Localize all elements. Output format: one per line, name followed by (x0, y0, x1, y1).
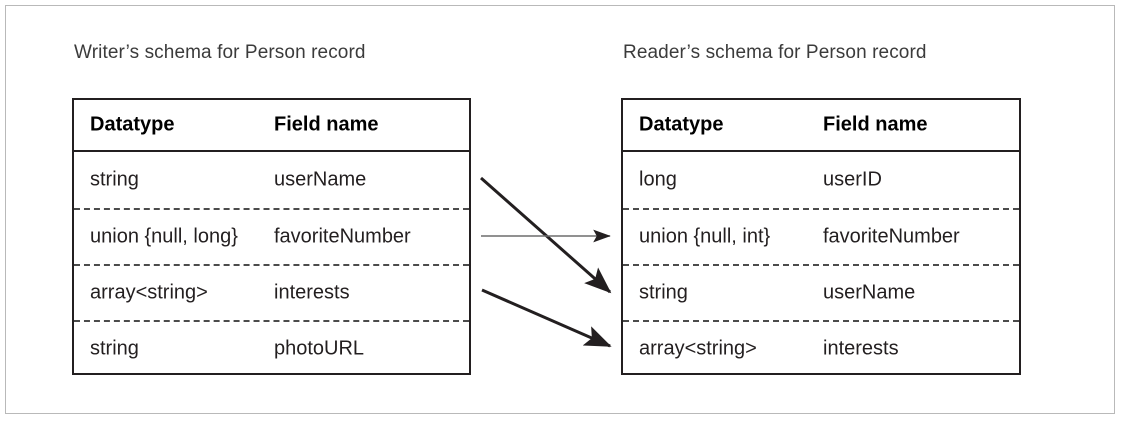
table-row: array<string> interests (74, 264, 469, 320)
table-row: union {null, int} favoriteNumber (623, 208, 1019, 264)
writer-row-3-field: photoURL (274, 337, 365, 360)
writer-table-header-row: Datatype Field name (74, 100, 469, 152)
reader-row-1-field: favoriteNumber (823, 225, 960, 248)
reader-table-body: long userID union {null, int} favoriteNu… (623, 152, 1019, 376)
writer-row-1-field: favoriteNumber (274, 225, 411, 248)
table-row: string userName (74, 152, 469, 208)
table-row: long userID (623, 152, 1019, 208)
table-row: string photoURL (74, 320, 469, 376)
table-row: union {null, long} favoriteNumber (74, 208, 469, 264)
reader-row-0-field: userID (823, 168, 882, 191)
writer-schema-table: Datatype Field name string userName unio… (72, 98, 471, 375)
writer-table-body: string userName union {null, long} favor… (74, 152, 469, 376)
reader-row-2-datatype: string (639, 281, 688, 304)
reader-row-0-datatype: long (639, 168, 677, 191)
writer-row-1-datatype: union {null, long} (90, 225, 238, 248)
table-row: array<string> interests (623, 320, 1019, 376)
writer-header-datatype: Datatype (90, 113, 175, 136)
reader-row-1-datatype: union {null, int} (639, 225, 771, 248)
reader-header-datatype: Datatype (639, 113, 724, 136)
writer-schema-caption: Writer’s schema for Person record (74, 42, 366, 63)
writer-header-fieldname: Field name (274, 113, 379, 136)
writer-row-0-datatype: string (90, 168, 139, 191)
writer-row-2-datatype: array<string> (90, 281, 208, 304)
reader-header-fieldname: Field name (823, 113, 928, 136)
writer-row-0-field: userName (274, 168, 367, 191)
reader-row-3-datatype: array<string> (639, 337, 757, 360)
reader-table-header-row: Datatype Field name (623, 100, 1019, 152)
table-row: string userName (623, 264, 1019, 320)
reader-schema-caption: Reader’s schema for Person record (623, 42, 927, 63)
writer-row-3-datatype: string (90, 337, 139, 360)
reader-row-2-field: userName (823, 281, 916, 304)
writer-row-2-field: interests (274, 281, 350, 304)
reader-schema-table: Datatype Field name long userID union {n… (621, 98, 1021, 375)
reader-row-3-field: interests (823, 337, 899, 360)
